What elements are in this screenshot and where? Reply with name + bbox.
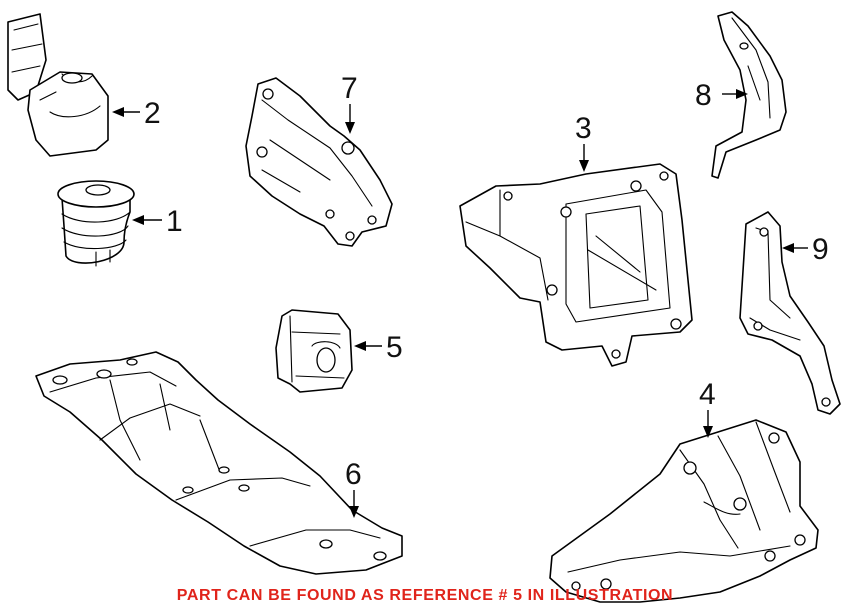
callout-4: 4: [699, 378, 716, 411]
reference-note: PART CAN BE FOUND AS REFERENCE # 5 IN IL…: [177, 587, 673, 604]
part-2-mount-shield: [7, 13, 109, 157]
callout-5: 5: [386, 331, 403, 364]
part-1-bushing: [57, 180, 135, 267]
part-3-bracket: [459, 163, 693, 367]
callout-8: 8: [695, 79, 712, 112]
callout-2: 2: [144, 97, 161, 130]
part-4-housing: [549, 419, 819, 603]
callout-7: 7: [341, 72, 358, 105]
callout-9: 9: [812, 233, 829, 266]
callout-labels: 1 2 3 4 5 6 7 8 9: [144, 72, 829, 491]
callout-6: 6: [345, 458, 362, 491]
part-6-crossmember: [35, 351, 403, 575]
callout-1: 1: [166, 205, 183, 238]
callout-3: 3: [575, 112, 592, 145]
part-9-bracket: [739, 211, 841, 415]
part-7-bracket: [245, 77, 393, 247]
part-8-bracket: [711, 11, 787, 179]
leader-lines: [112, 89, 808, 518]
part-5-mount: [275, 309, 353, 393]
